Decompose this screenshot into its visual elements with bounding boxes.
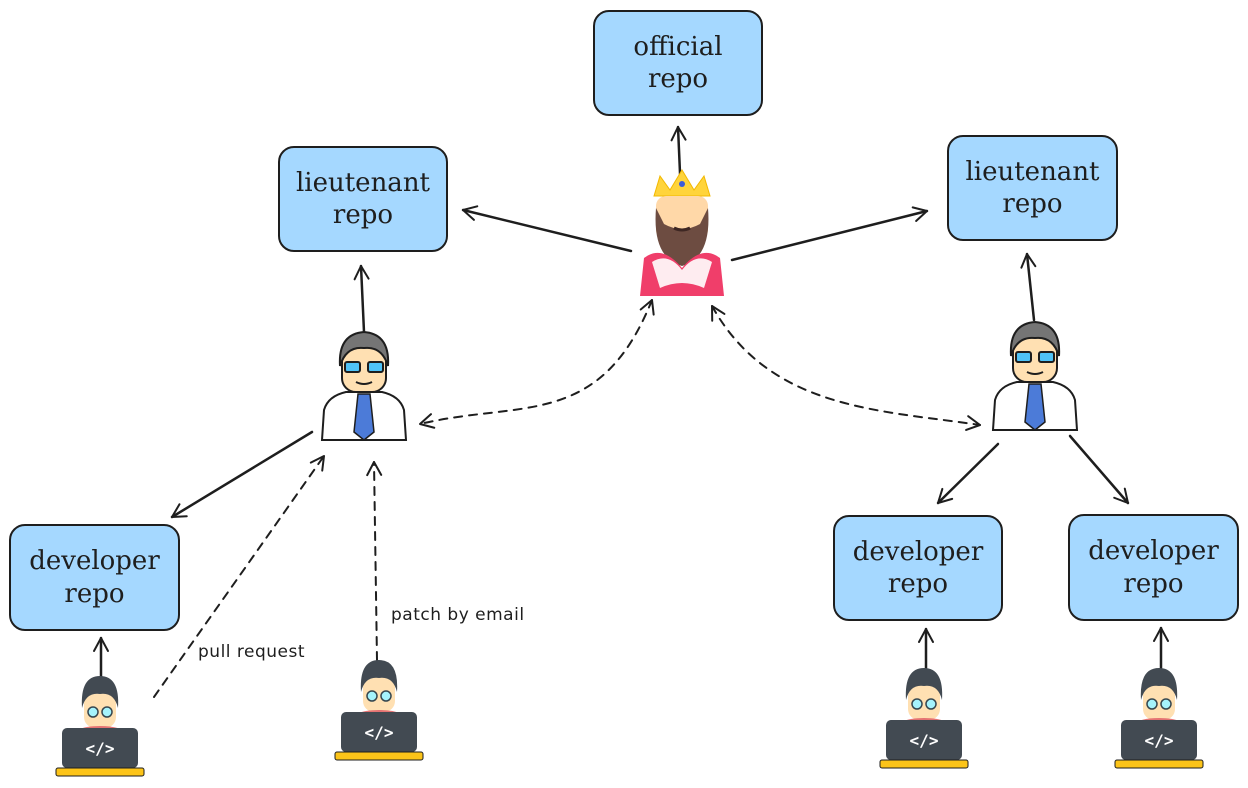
developer-2-icon	[334, 659, 424, 761]
developer-repo-mid-box: developer repo	[833, 515, 1003, 621]
edge-dashed-king-lt-left	[419, 299, 655, 429]
patch-by-email-label: patch by email	[391, 605, 525, 625]
edge-king-lt-repo-left	[461, 205, 633, 253]
edge-patch-by-email	[366, 461, 383, 661]
edge-lt-right-dev-repo-right	[1068, 434, 1130, 505]
lieutenant-repo-right-label: lieutenant repo	[965, 156, 1100, 220]
edge-lt-right-dev-repo-mid	[936, 442, 1000, 505]
edge-lt-right-repo	[1020, 252, 1037, 322]
developer-repo-right-label: developer repo	[1088, 536, 1219, 599]
developer-repo-mid-label: developer repo	[852, 536, 984, 600]
official-repo-box: official repo	[593, 10, 763, 116]
lieutenant-repo-left-box: lieutenant repo	[278, 146, 448, 252]
official-repo-label: official repo	[633, 31, 723, 95]
lieutenant-repo-left-label: lieutenant repo	[295, 167, 431, 231]
developer-4-icon	[1114, 667, 1204, 769]
edge-dashed-king-lt-right	[711, 305, 981, 431]
pull-request-label: pull request	[198, 642, 306, 662]
developer-repo-left-label: developer repo	[29, 546, 160, 609]
lieutenant-repo-right-box: lieutenant repo	[947, 135, 1118, 241]
developer-repo-left-box: developer repo	[9, 524, 180, 631]
edge-king-lt-repo-right	[730, 206, 929, 262]
edge-lt-left-repo	[353, 264, 370, 334]
developer-3-icon	[879, 667, 969, 769]
edge-lt-left-dev-repo	[170, 430, 314, 519]
lieutenant-right-icon	[992, 321, 1078, 431]
lieutenant-left-icon	[321, 331, 407, 441]
dictator-king-icon	[638, 168, 726, 298]
developer-1-icon	[55, 675, 145, 777]
edge-pull-request	[153, 455, 325, 698]
developer-repo-right-box: developer repo	[1068, 514, 1239, 621]
